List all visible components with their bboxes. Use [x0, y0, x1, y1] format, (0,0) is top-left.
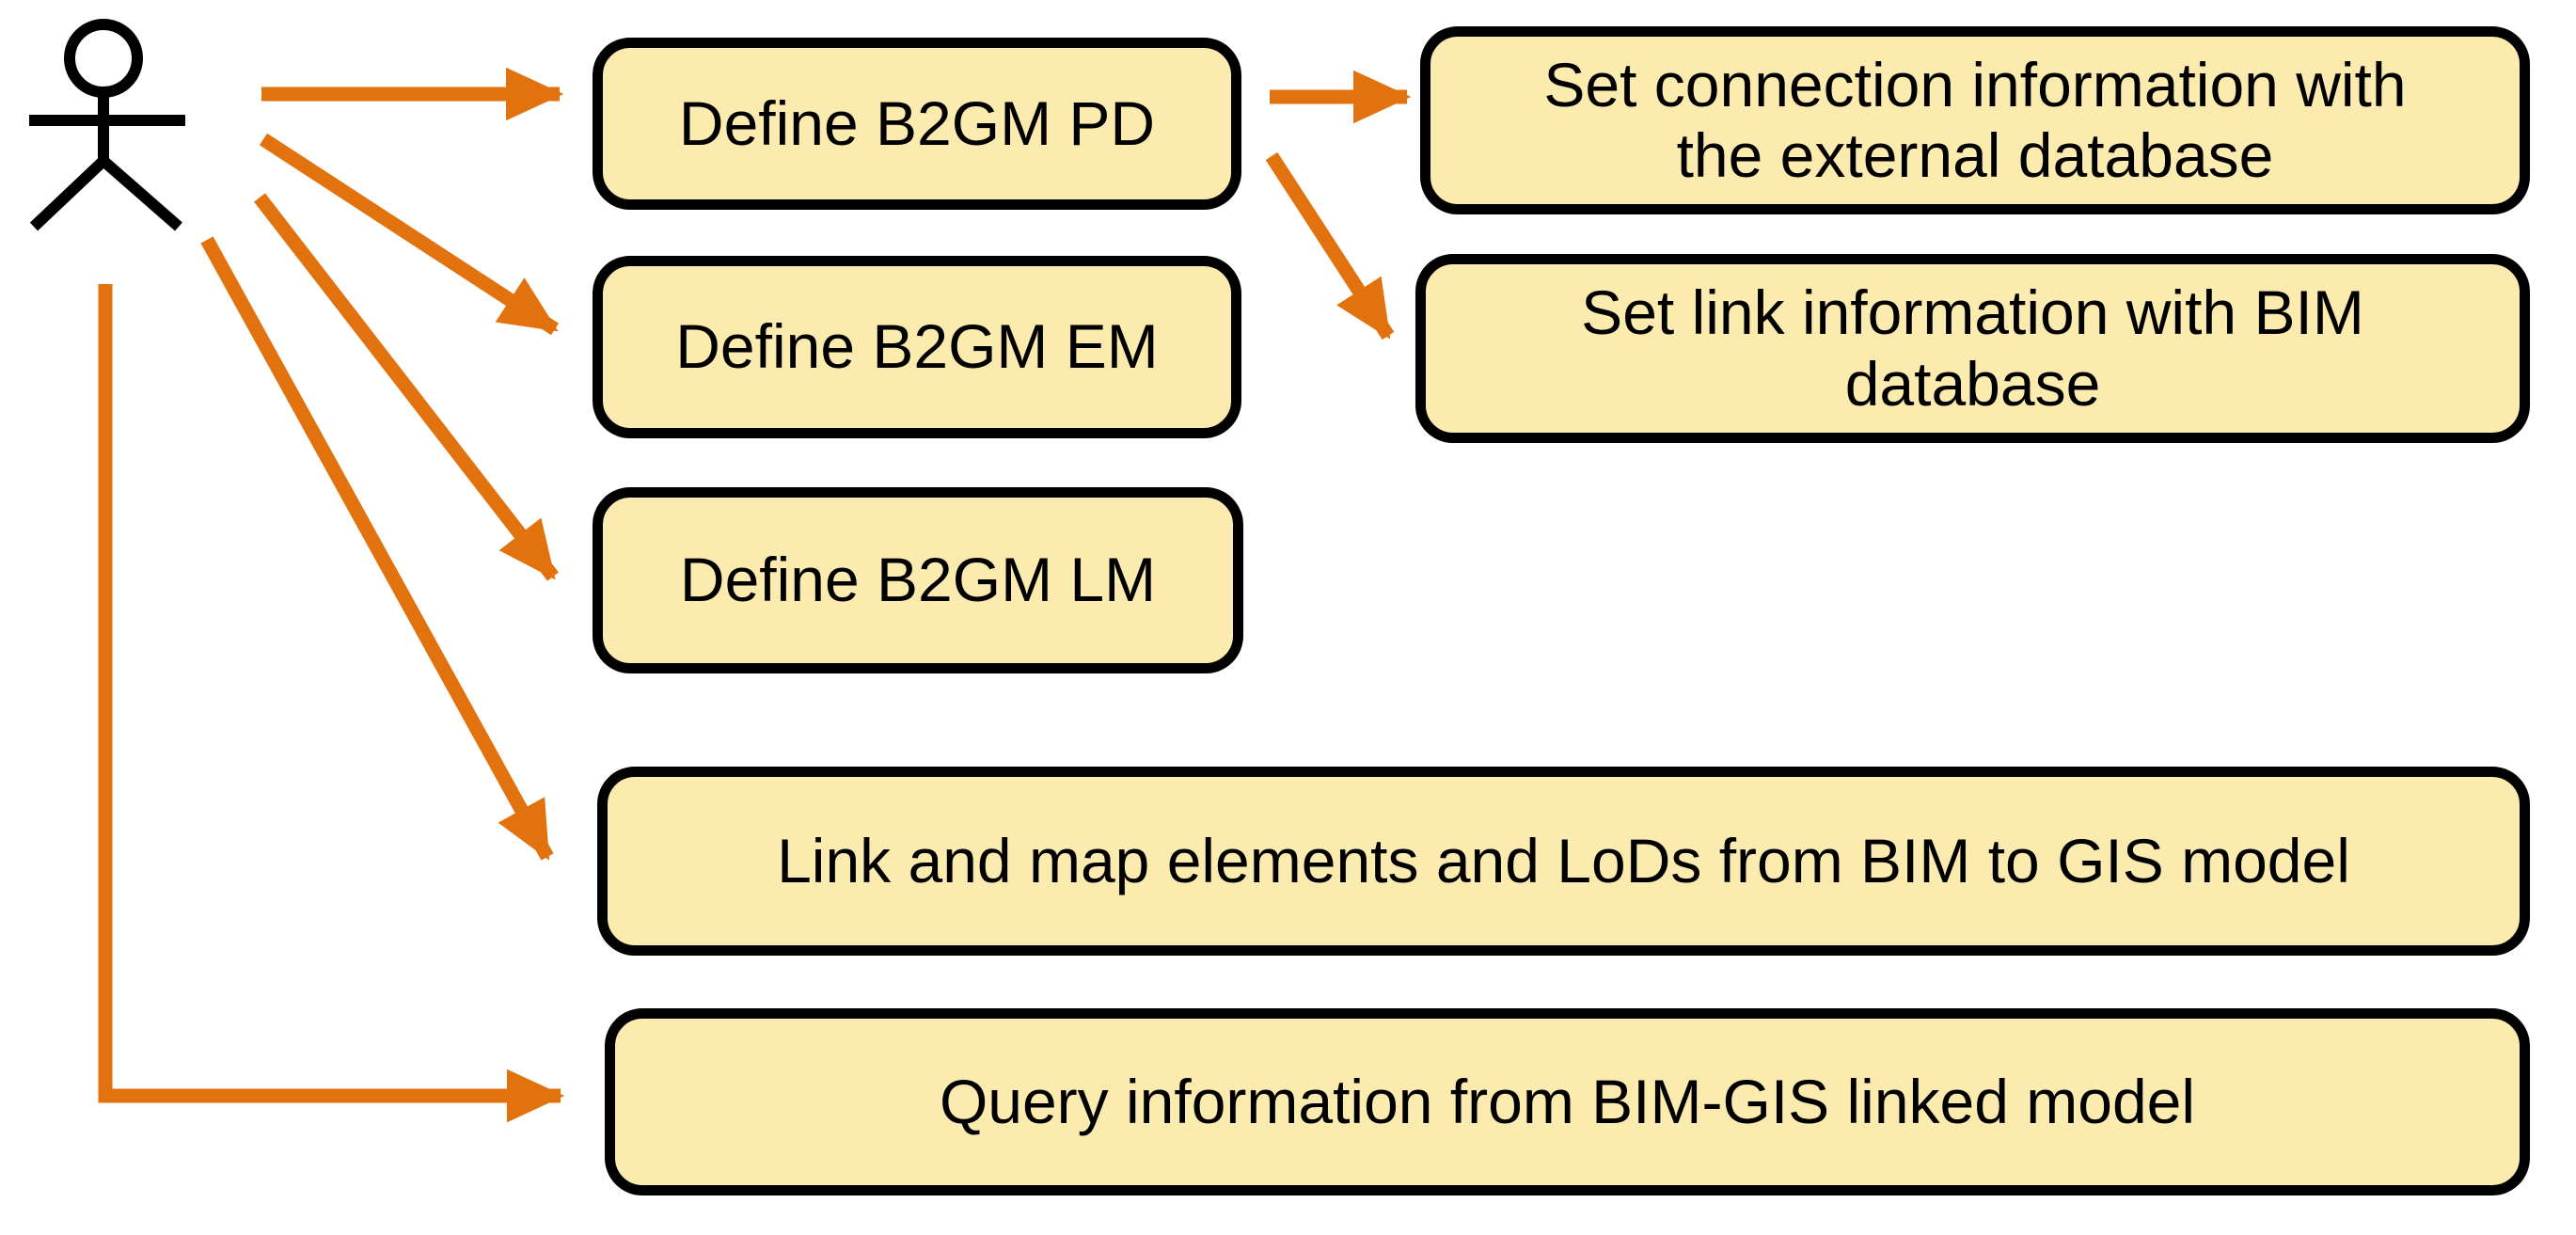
- arrow-define-pd-to-set-link: [1265, 151, 1395, 340]
- usecase-label: Query information from BIM-GIS linked mo…: [939, 1066, 2196, 1136]
- usecase-label: Set connection information with the exte…: [1543, 49, 2407, 190]
- actor-leg-left: [29, 156, 108, 231]
- usecase-label: Define B2GM EM: [675, 311, 1159, 382]
- arrow-actor-to-link-map: [200, 236, 554, 861]
- usecase-label: Link and map elements and LoDs from BIM …: [777, 825, 2350, 895]
- arrow-actor-to-define-lm: [254, 193, 559, 581]
- actor-leg-right: [100, 156, 182, 231]
- usecase-box-define-b2gm-pd: Define B2GM PD: [593, 38, 1241, 210]
- actor-head: [64, 19, 143, 98]
- usecase-box-query-information: Query information from BIM-GIS linked mo…: [605, 1008, 2530, 1195]
- arrow-actor-to-define-em: [259, 133, 560, 336]
- usecase-label: Define B2GM LM: [679, 545, 1157, 615]
- usecase-box-define-b2gm-lm: Define B2GM LM: [593, 487, 1243, 673]
- usecase-box-set-connection-info: Set connection information with the exte…: [1420, 26, 2530, 214]
- arrow-actor-to-query: [98, 284, 565, 1123]
- stick-figure-actor-icon: [29, 19, 185, 231]
- usecase-box-set-link-info: Set link information with BIM database: [1415, 254, 2530, 443]
- usecase-box-link-map-elements: Link and map elements and LoDs from BIM …: [597, 767, 2530, 956]
- usecase-label: Define B2GM PD: [678, 87, 1156, 158]
- usecase-label: Set link information with BIM database: [1581, 277, 2364, 419]
- usecase-box-define-b2gm-em: Define B2GM EM: [593, 256, 1241, 438]
